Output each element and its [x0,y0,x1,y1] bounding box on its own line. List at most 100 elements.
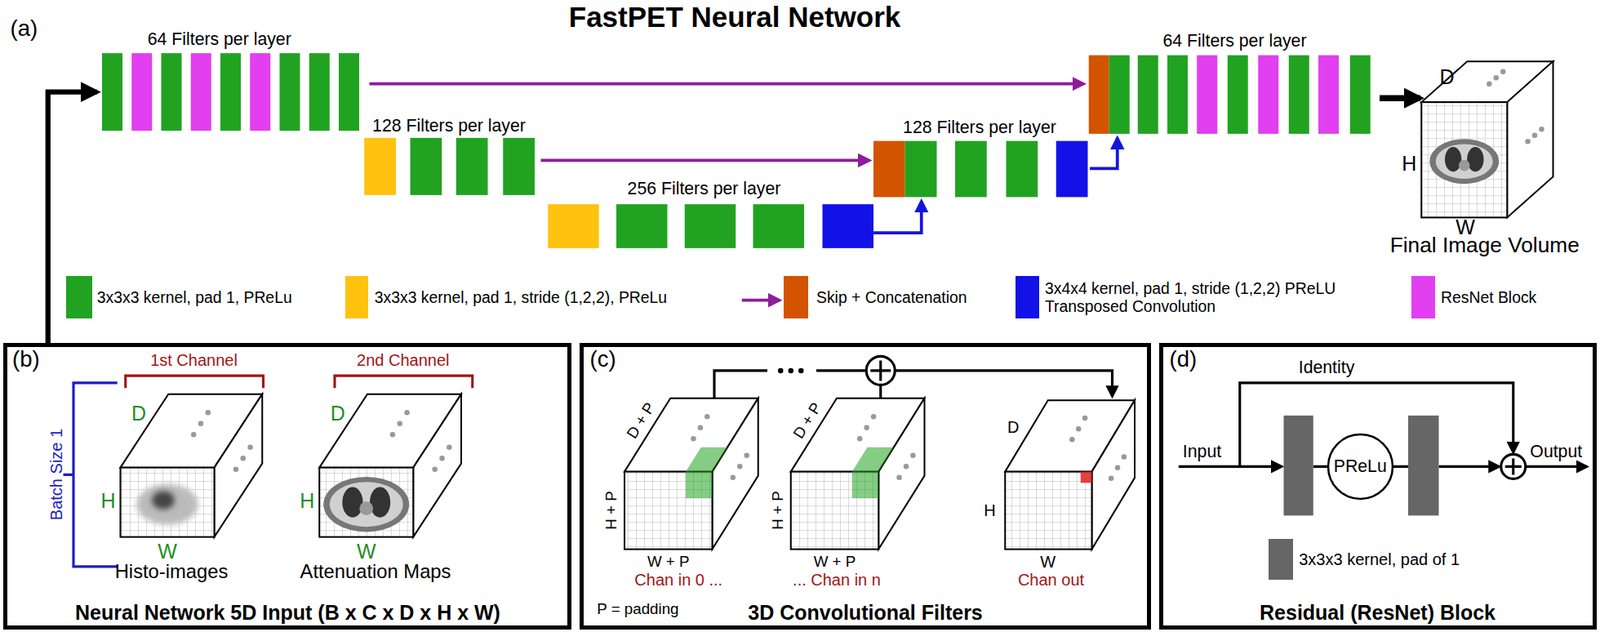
layer-bar [131,53,152,131]
channel-label: ... Chan in n [792,570,881,590]
attenuation-image [329,481,404,527]
channel-bracket [125,375,264,388]
pet-image [1466,146,1484,172]
activation-circle: PReLu [1326,432,1395,501]
layer-bar [280,53,301,131]
attenuation-volume [319,394,462,538]
image-caption: Attenuation Maps [300,560,452,583]
panel-box: (c) 3D Convolutional Filters [579,342,1152,630]
panel-letter: (b) [12,346,40,373]
cube-side [1092,400,1136,550]
layer-bar [220,53,241,131]
output-volume [1421,61,1553,218]
layer-bar [456,137,489,196]
ellipsis-dot [896,474,903,480]
volume-caption: Final Image Volume [1390,232,1580,258]
channel-label: Chan in 0 ... [634,570,723,590]
dimension-label: H + P [768,490,787,529]
block-line [1439,465,1500,468]
layer-bar [616,204,668,249]
skip-arrow [541,159,871,163]
ellipsis-dot [857,435,863,442]
filter-count: 128 Filters per layer [902,117,1057,138]
ellipsis-dot [730,474,737,480]
cube-front [319,467,414,538]
panel-letter: (c) [590,346,617,373]
axis-letter: W [1040,551,1056,571]
image-caption: Histo-images [115,560,229,583]
panel-letter: (a) [10,15,39,42]
legend-text: 3x3x3 kernel, pad 1, PReLu [97,288,293,307]
input-arrow [48,92,98,344]
panel-box: (b) Neural Network 5D Input (B x C x D x … [3,342,572,630]
channel-label: 1st Channel [150,351,238,370]
ellipsis-dot [431,466,438,472]
ellipsis-dot [777,368,784,374]
attenuation-image [342,487,363,518]
layer-bar [1006,141,1039,198]
histo-volume [120,394,263,538]
channel-bracket [334,375,473,388]
ellipsis-dot [1500,68,1506,75]
pet-image [1458,160,1471,172]
receptive-field [685,471,713,499]
layer-bar [1350,55,1371,134]
path-label: Output [1529,440,1583,461]
layer-bar [822,204,875,249]
upsample-arrow [1089,137,1118,169]
legend-text: ResNet Block [1440,288,1537,307]
attenuation-image [369,487,391,518]
ellipsis-dot [446,444,453,450]
layer-bar [1137,55,1159,134]
panel-box: PReLu(d)Residual (ResNet) Block [1159,342,1597,630]
layer-bar [873,141,906,198]
legend-text: 3x4x4 kernel, pad 1, stride (1,2,2) PReL… [1044,278,1403,316]
legend-text: 3x3x3 kernel, pad 1, stride (1,2,2), PRe… [374,288,667,307]
batch-label: Batch Size 1 [46,428,66,520]
figure-title: FastPET Neural Network [568,0,902,34]
ellipsis-dot [1524,138,1531,144]
panel-heading: Neural Network 5D Input (B x C x D x H x… [75,600,501,625]
filter-count: 64 Filters per layer [147,28,292,49]
attenuation-image [323,476,409,533]
ellipsis-dot [788,368,795,374]
ellipsis-dot [910,452,916,458]
ellipsis-dot [1538,126,1545,133]
axis-letter: W [157,539,178,564]
layer-bars [102,53,1371,249]
legend-swatch [1268,538,1294,580]
ellipsis-dot [903,463,910,470]
legend-swatch [1015,275,1040,320]
axis-letter: H [299,488,315,512]
dimension-label: W + P [813,552,857,571]
layer-bar [161,53,183,131]
layer-bar [1318,55,1339,134]
ellipsis-dot [390,431,396,438]
cube-side [712,398,759,550]
ellipsis-dot [704,413,711,420]
axis-letter: W [356,539,377,564]
channel-label: Chan out [1017,570,1085,590]
panel-heading: Residual (ResNet) Block [1259,600,1496,625]
layer-bar [1109,55,1130,134]
ellipsis-dot [690,435,697,442]
ellipsis-dot [1486,80,1492,87]
sum-line [879,384,882,398]
ellipsis-dot [697,424,704,431]
ellipsis-dot [863,424,870,431]
plus-sign [1505,457,1522,475]
layer-bar [410,137,443,196]
input-line [1178,465,1282,468]
layer-bar [684,204,737,249]
legend-swatch [345,275,369,320]
upsample-arrow [873,200,922,233]
axis-letter: D [1007,417,1019,436]
dimension-label: W + P [647,552,690,571]
panel-heading: 3D Convolutional Filters [747,600,983,625]
layer-bar [955,141,987,198]
cube-side [214,394,263,538]
layer-bar [753,204,805,249]
attenuation-image [359,501,374,516]
pet-image [1444,146,1462,172]
output-channel-volume [1004,400,1135,550]
